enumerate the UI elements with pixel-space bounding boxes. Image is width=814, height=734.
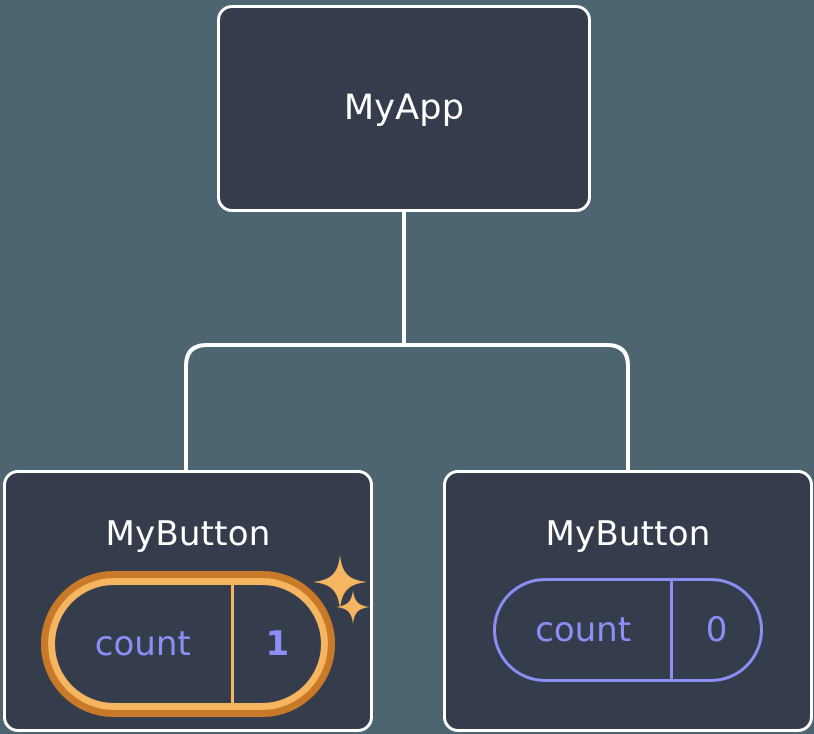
state-pill-left[interactable]: count 1 — [41, 571, 335, 717]
state-pill-right-wrap: count 0 — [493, 578, 763, 682]
state-pill-right-name: count — [535, 610, 632, 650]
state-pill-right[interactable]: count 0 — [493, 578, 763, 682]
state-pill-left-wrap: count 1 — [41, 571, 335, 717]
connector-branch-left — [184, 343, 404, 470]
connector-branch-right — [404, 343, 630, 470]
node-mybutton-left[interactable]: MyButton count 1 — [3, 470, 373, 732]
node-myapp[interactable]: MyApp — [217, 5, 591, 212]
node-mybutton-right-title: MyButton — [545, 514, 711, 554]
node-mybutton-left-title: MyButton — [105, 514, 271, 554]
state-pill-left-value: 1 — [230, 585, 321, 703]
state-pill-right-value: 0 — [670, 581, 760, 679]
node-mybutton-right[interactable]: MyButton count 0 — [443, 470, 813, 732]
state-pill-left-name: count — [94, 624, 191, 664]
node-myapp-title: MyApp — [343, 88, 465, 128]
